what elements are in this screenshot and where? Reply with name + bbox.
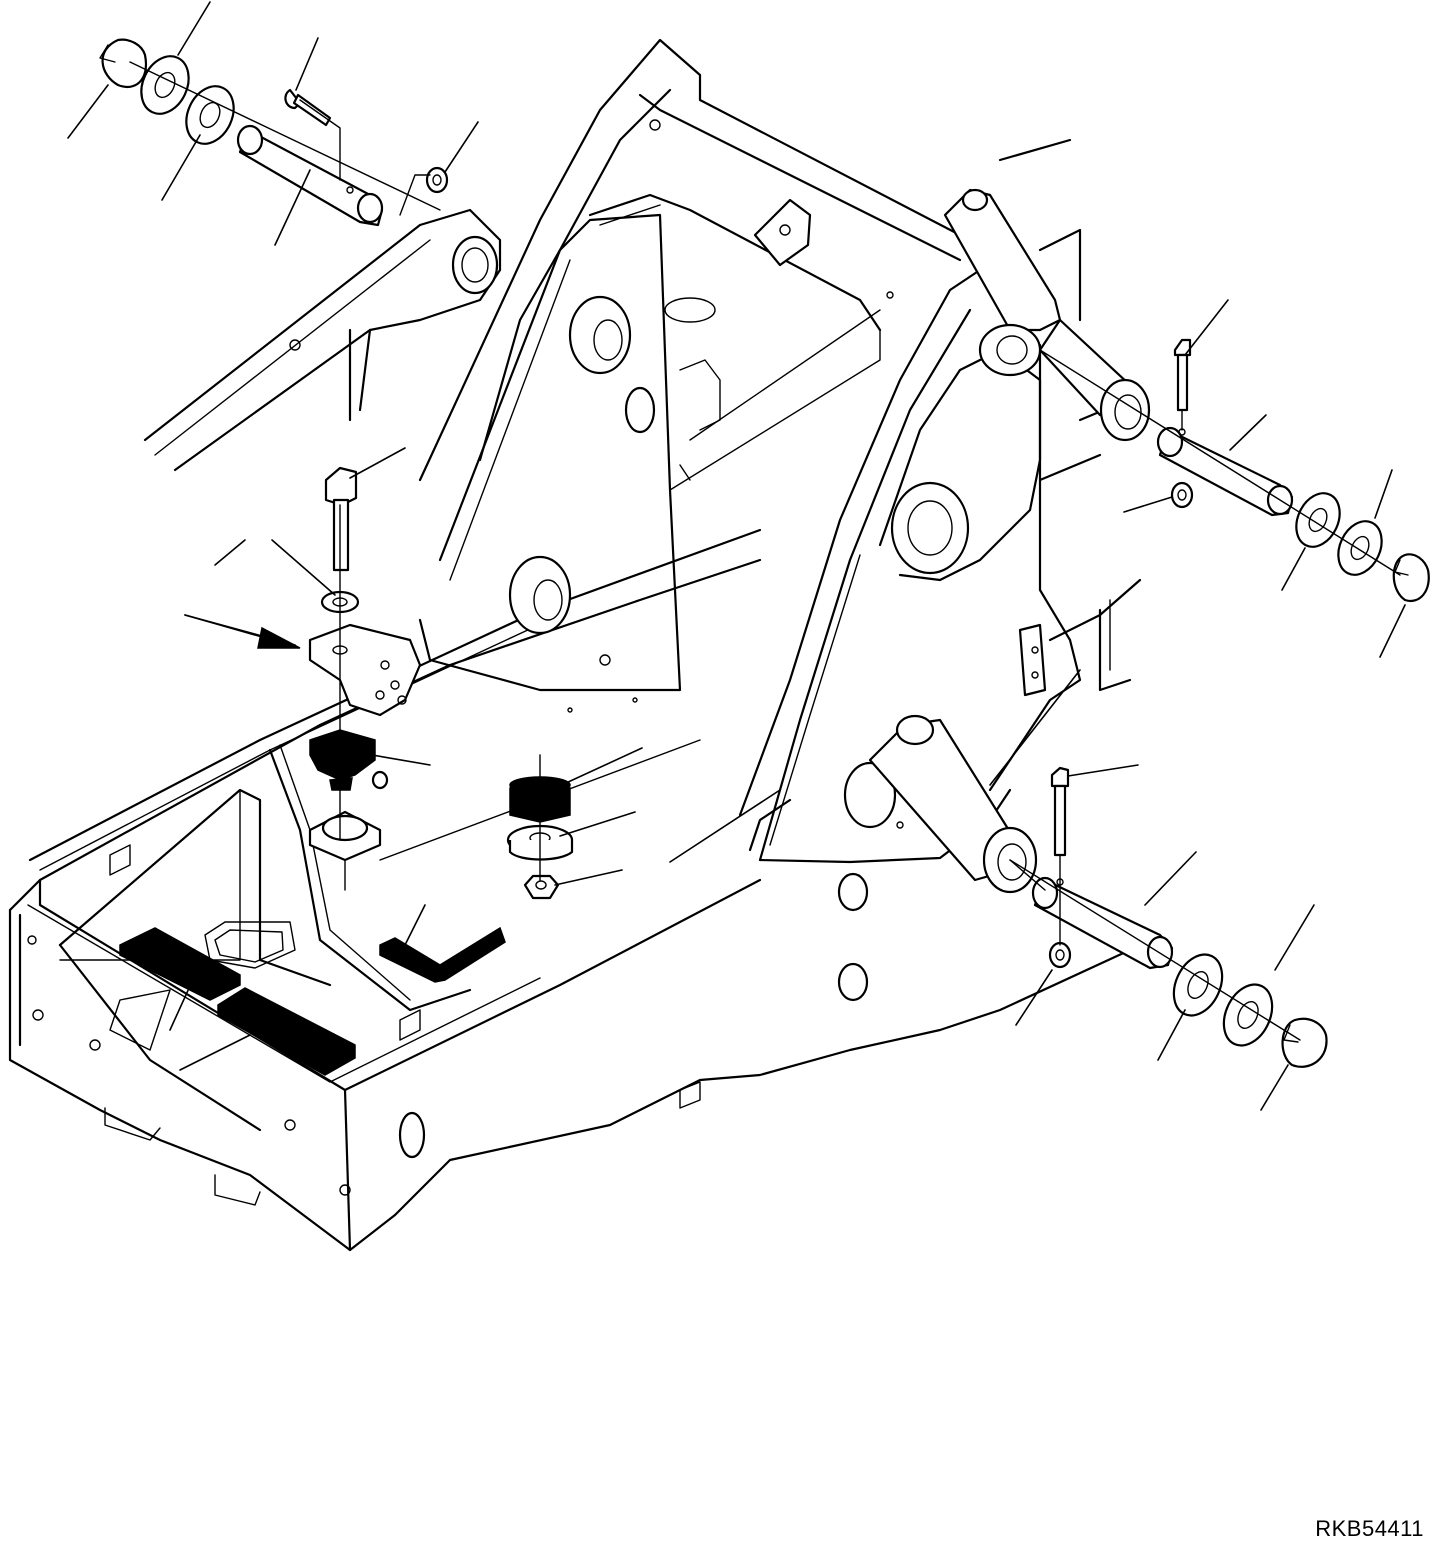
- left-boom-arm: [145, 210, 500, 470]
- leader-lines: [68, 2, 1405, 1110]
- arrow-indicator: [185, 615, 300, 648]
- lower-cylinder: [870, 716, 1036, 892]
- top-left-pin-assembly: [100, 40, 447, 225]
- assembly-axis-lines: [130, 62, 1400, 1040]
- right-lower-pin-assembly: [1033, 768, 1327, 1067]
- black-pads: [120, 928, 505, 1075]
- loader-frame: [10, 530, 1130, 1250]
- tower-frame: [420, 40, 980, 712]
- right-upper-pin-assembly: [1158, 340, 1429, 601]
- right-boom-arm: [740, 140, 1140, 1000]
- center-mount-assembly: [310, 468, 420, 860]
- upper-cylinder: [945, 190, 1149, 440]
- drawing-code: RKB54411: [1315, 1516, 1424, 1541]
